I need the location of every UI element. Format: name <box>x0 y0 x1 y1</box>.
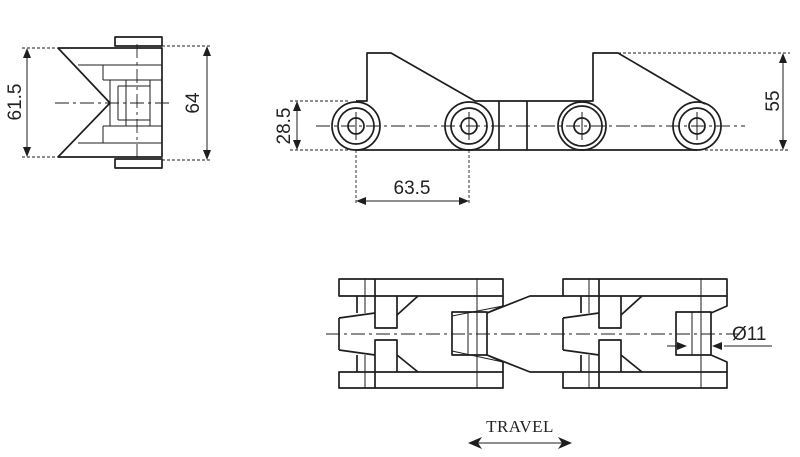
travel-label: TRAVEL <box>486 417 554 436</box>
connecting-link <box>486 295 563 373</box>
dimension-61-5: 61.5 <box>5 84 26 121</box>
dimension-diameter-11: Ø11 <box>732 324 767 345</box>
dimension-55: 55 <box>763 90 784 111</box>
dimension-63-5: 63.5 <box>394 178 431 199</box>
chain-link <box>338 278 504 389</box>
hatched-wear-strip-bottom <box>114 158 163 169</box>
end-view: 61.5 64 <box>5 36 212 169</box>
side-view-profile <box>356 52 706 105</box>
side-view: 28.5 55 63.5 <box>274 52 790 205</box>
dimension-64: 64 <box>183 92 204 114</box>
dimension-28-5: 28.5 <box>274 108 295 145</box>
top-view: Ø11 TRAVEL <box>326 278 772 449</box>
hatched-wear-strip-top <box>114 36 163 47</box>
